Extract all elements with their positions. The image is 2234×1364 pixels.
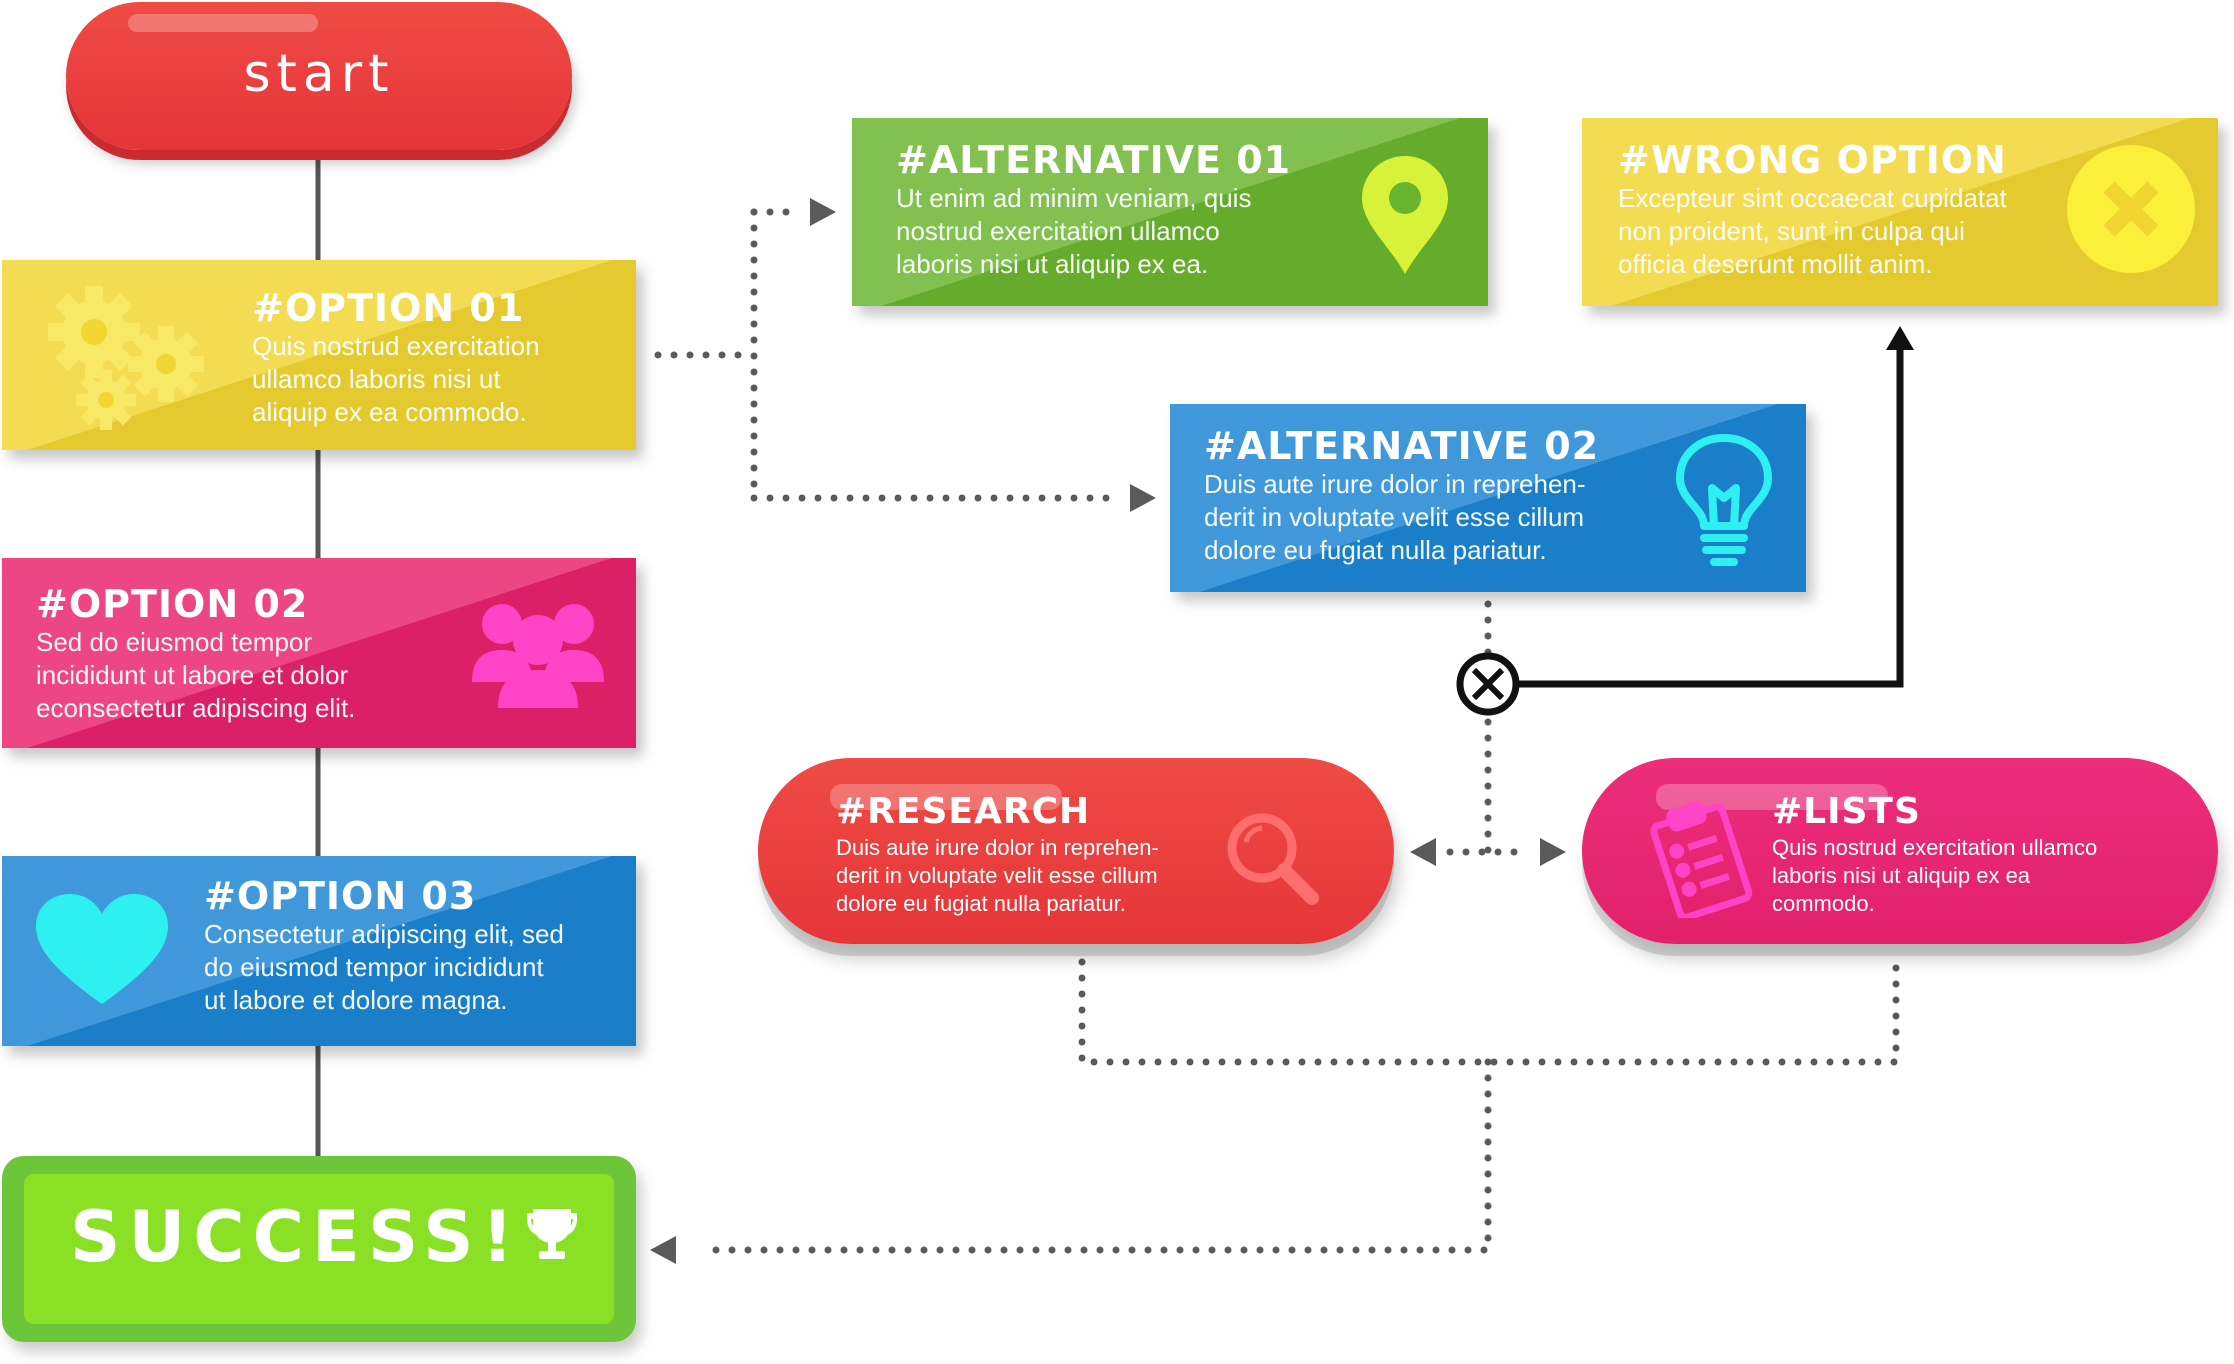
- start-highlight: [128, 14, 318, 32]
- lists-node: #LISTS Quis nostrud exercitation ullamco…: [1582, 758, 2218, 944]
- research-highlight: [830, 784, 1062, 810]
- wrong-path-line: [1518, 348, 1904, 688]
- people-icon: [472, 604, 604, 708]
- start-label: start: [243, 44, 395, 104]
- research-node: #RESEARCH Duis aute irure dolor in repre…: [758, 758, 1394, 944]
- gray-arrowheads: [650, 198, 1566, 1264]
- option-02-title: #OPTION 02: [36, 582, 309, 626]
- arrow-to-success: [650, 1236, 676, 1264]
- success-inner-panel: [24, 1174, 614, 1324]
- cross-circle-icon: [2067, 145, 2195, 273]
- arrow-to-lists: [1540, 838, 1566, 866]
- search-icon: [1227, 813, 1319, 905]
- option-01-title: #OPTION 01: [252, 286, 525, 330]
- map-pin-icon: [1362, 156, 1448, 274]
- lists-title: #LISTS: [1772, 791, 1921, 832]
- arrow-to-research: [1410, 838, 1436, 866]
- start-node: start: [66, 2, 572, 150]
- option-03-title: #OPTION 03: [204, 874, 477, 918]
- wrong-option-title: #WRONG OPTION: [1618, 138, 2007, 182]
- alternative-01-title: #ALTERNATIVE 01: [896, 138, 1292, 182]
- alternative-02-title: #ALTERNATIVE 02: [1204, 424, 1600, 468]
- success-label: SUCCESS!: [70, 1196, 581, 1278]
- success-node: SUCCESS!: [2, 1156, 636, 1342]
- arrow-to-alternative-02: [1130, 484, 1156, 512]
- dotted-connectors: [654, 208, 1900, 1254]
- gears-icon: [48, 286, 204, 430]
- arrow-to-wrong-option: [1886, 326, 1914, 350]
- heart-icon: [36, 894, 168, 1004]
- clipboard-icon: [1650, 801, 1753, 918]
- wrong-option-card: #WRONG OPTION Excepteur sint occaecat cu…: [1582, 118, 2218, 306]
- trophy-icon: [527, 1209, 578, 1259]
- option-03-card: #OPTION 03 Consectetur adipiscing elit, …: [2, 856, 636, 1046]
- alternative-01-card: #ALTERNATIVE 01 Ut enim ad minim veniam,…: [852, 118, 1488, 306]
- arrow-to-alternative-01: [810, 198, 836, 226]
- decision-x-icon: [1456, 652, 1520, 716]
- alternative-02-card: #ALTERNATIVE 02 Duis aute irure dolor in…: [1170, 404, 1806, 592]
- lightbulb-icon: [1676, 434, 1772, 566]
- research-title: #RESEARCH: [836, 791, 1091, 832]
- alternative-02-body: Duis aute irure dolor in reprehen-derit …: [1204, 469, 1586, 565]
- research-body: Duis aute irure dolor in reprehen-derit …: [836, 835, 1159, 916]
